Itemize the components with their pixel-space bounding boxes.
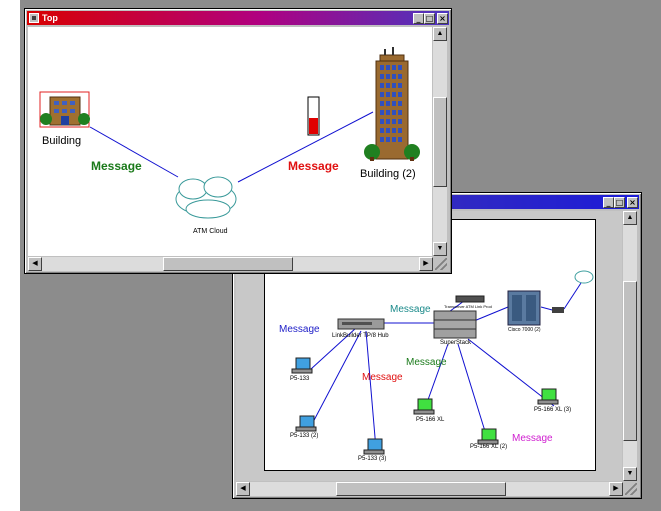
window-menu-icon[interactable] [29, 13, 39, 23]
vertical-scroll-thumb[interactable] [623, 281, 637, 441]
label-p5-133: P5-133 [290, 376, 310, 382]
building-2-icon [364, 47, 420, 161]
modem-device [552, 307, 564, 313]
link-building-cloud [89, 126, 179, 178]
top-window[interactable]: Top _ □ × [24, 8, 452, 274]
link-ss-pc6 [467, 338, 555, 407]
network-diagram [291, 270, 594, 455]
label-p5-133-2: P5-133 (2) [290, 433, 319, 439]
pc-p5-133-3 [363, 438, 385, 455]
link-hub-pc3 [365, 330, 377, 450]
pc-p5-133 [291, 357, 313, 374]
hub-device [337, 318, 385, 330]
top-window-title: Top [42, 13, 58, 23]
network-horizontal-scrollbar[interactable]: ◀ ▶ [236, 482, 623, 496]
scroll-right-button[interactable]: ▶ [419, 257, 433, 271]
message-label-blue: Message [279, 324, 320, 335]
pc-p5-166xl-3 [537, 388, 559, 405]
maximize-icon: □ [425, 13, 434, 23]
cisco-device [507, 290, 541, 326]
link-ss-pc5 [457, 343, 489, 442]
pc-p5-133-2 [295, 415, 317, 432]
maximize-button[interactable]: □ [614, 196, 625, 208]
label-p5-166xl-3: P5-166 XL (3) [534, 407, 572, 413]
building-icon [39, 91, 90, 128]
resize-grip[interactable] [625, 483, 637, 495]
link-modem-cloud [563, 282, 582, 310]
label-hub: LinkBuilder TP/8 Hub [332, 333, 389, 339]
link-ss-cisco [473, 306, 509, 322]
level-gauge [307, 96, 320, 136]
scroll-down-button[interactable]: ▼ [433, 242, 447, 256]
label-superstack: SuperStack [440, 340, 472, 346]
minimize-button[interactable]: _ [603, 196, 614, 208]
link-hub-pc2 [310, 330, 362, 427]
close-icon: × [629, 197, 636, 207]
vertical-scroll-thumb[interactable] [433, 97, 447, 187]
link-cloud-building2 [237, 111, 374, 183]
pc-p5-166xl-2 [477, 428, 499, 445]
label-p5-133-3: P5-133 (3) [358, 456, 387, 462]
top-diagram [39, 47, 420, 219]
label-p5-166xl: P5-166 XL [416, 417, 445, 423]
message-label-red: Message [288, 159, 339, 173]
top-canvas[interactable]: Building Building (2) ATM Cloud Message … [28, 27, 432, 256]
label-p5-166xl-2: P5-166 XL (2) [470, 444, 508, 450]
network-vertical-scrollbar[interactable]: ▲ ▼ [623, 211, 637, 481]
message-label-green: Message [91, 159, 142, 173]
label-building-2: Building (2) [360, 168, 416, 180]
resize-grip[interactable] [435, 258, 447, 270]
scroll-up-button[interactable]: ▲ [623, 211, 637, 225]
scroll-right-button[interactable]: ▶ [609, 482, 623, 496]
small-cloud [574, 270, 594, 284]
top-window-titlebar[interactable]: Top _ □ × [27, 11, 449, 25]
message-label-red: Message [362, 372, 403, 383]
horizontal-scroll-thumb[interactable] [163, 257, 293, 271]
minimize-icon: _ [416, 13, 421, 23]
message-label-green: Message [406, 357, 447, 368]
maximize-button[interactable]: □ [424, 12, 435, 24]
superstack-device [433, 310, 477, 339]
label-atm-cloud: ATM Cloud [193, 228, 228, 235]
message-label-magenta: Message [512, 433, 553, 444]
scroll-up-button[interactable]: ▲ [433, 27, 447, 41]
label-cisco: Cisco 7000 (2) [508, 327, 541, 333]
atm-cloud-icon [175, 176, 237, 219]
maximize-icon: □ [615, 197, 624, 207]
top-vertical-scrollbar[interactable]: ▲ ▼ [433, 27, 447, 256]
minimize-button[interactable]: _ [413, 12, 424, 24]
link-hub-pc1 [310, 327, 357, 370]
close-button[interactable]: × [627, 196, 638, 208]
message-label-teal: Message [390, 304, 431, 315]
label-building: Building [42, 135, 82, 147]
transceiver-device [455, 295, 485, 303]
label-transceiver: Transceiver ATM Link Prod [444, 304, 492, 309]
close-icon: × [439, 13, 446, 23]
top-horizontal-scrollbar[interactable]: ◀ ▶ [28, 257, 433, 271]
scroll-down-button[interactable]: ▼ [623, 467, 637, 481]
minimize-icon: _ [606, 197, 611, 207]
scroll-left-button[interactable]: ◀ [236, 482, 250, 496]
pc-p5-166xl [413, 398, 435, 415]
scroll-left-button[interactable]: ◀ [28, 257, 42, 271]
close-button[interactable]: × [437, 12, 448, 24]
horizontal-scroll-thumb[interactable] [336, 482, 506, 496]
